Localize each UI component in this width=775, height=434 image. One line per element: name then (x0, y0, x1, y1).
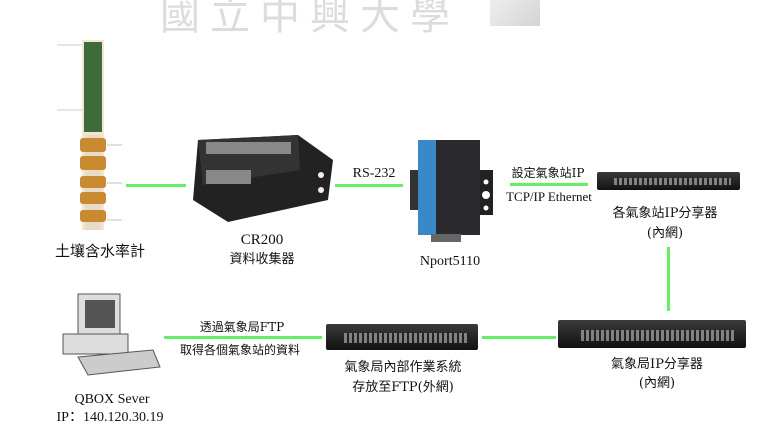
nport5110-image (410, 140, 493, 242)
tcpip-label: TCP/IP Ethernet (506, 189, 592, 204)
link-tcpip (510, 183, 588, 186)
bureau-system-sublabel: 存放至FTP(外網) (352, 380, 454, 395)
link-ftp (164, 336, 322, 339)
watermark-logo (490, 0, 540, 26)
bureau-router-label: 氣象局IP分享器 (611, 357, 703, 372)
datalogger-label: 資料收集器 (229, 252, 295, 267)
rs232-label: RS-232 (352, 166, 396, 181)
bureau-system-label: 氣象局內部作業系統 (344, 360, 462, 375)
link-probe-datalogger (126, 184, 186, 187)
ftp-label-1: 透過氣象局FTP (199, 320, 285, 334)
watermark: 國立中興大學 (160, 0, 460, 39)
set-ip-label: 設定氣象站IP (511, 166, 585, 180)
bureau-system-image (326, 324, 478, 350)
station-router-label: 各氣象站IP分享器 (612, 206, 718, 221)
nport-label: Nport5110 (419, 254, 481, 269)
station-router-image (597, 172, 740, 190)
link-bureau-system (482, 336, 556, 339)
link-rs232 (335, 184, 403, 187)
link-station-bureau (667, 247, 670, 311)
station-router-sublabel: (內網) (646, 226, 684, 241)
qbox-ip-label: IP：140.120.30.19 (56, 410, 164, 425)
ftp-label-2: 取得各個氣象站的資料 (179, 343, 301, 357)
soil-sensor-label: 土壤含水率計 (54, 242, 146, 260)
qbox-computer-image (62, 293, 161, 376)
qbox-server-label: QBOX Sever (74, 392, 150, 407)
soil-moisture-probe-image (57, 40, 122, 230)
cr200-model-label: CR200 (240, 232, 284, 248)
bureau-router-sublabel: (內網) (638, 376, 676, 391)
cr200-datalogger-image (193, 135, 333, 222)
bureau-router-image (558, 320, 746, 348)
